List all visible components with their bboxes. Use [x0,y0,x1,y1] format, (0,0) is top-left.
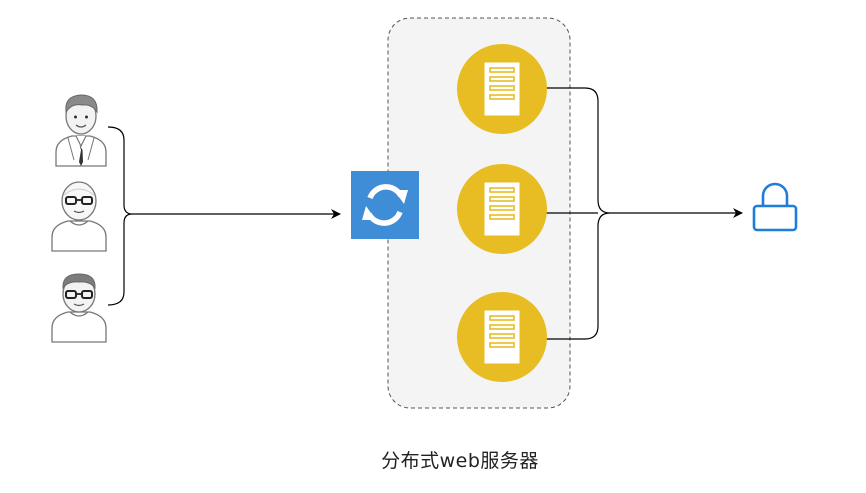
user-businessman-icon [55,94,107,167]
users-to-balancer-connector [107,126,341,306]
server-1-icon [457,44,547,134]
lock-icon [752,182,798,232]
server-3-icon [457,292,547,382]
user-bald-glasses-icon [51,181,107,252]
user-glasses-icon [51,273,107,343]
servers-to-lock-connector [546,87,743,340]
load-balancer-refresh-icon [351,171,419,239]
server-2-icon [457,164,547,254]
cluster-caption: 分布式web服务器 [381,450,539,472]
